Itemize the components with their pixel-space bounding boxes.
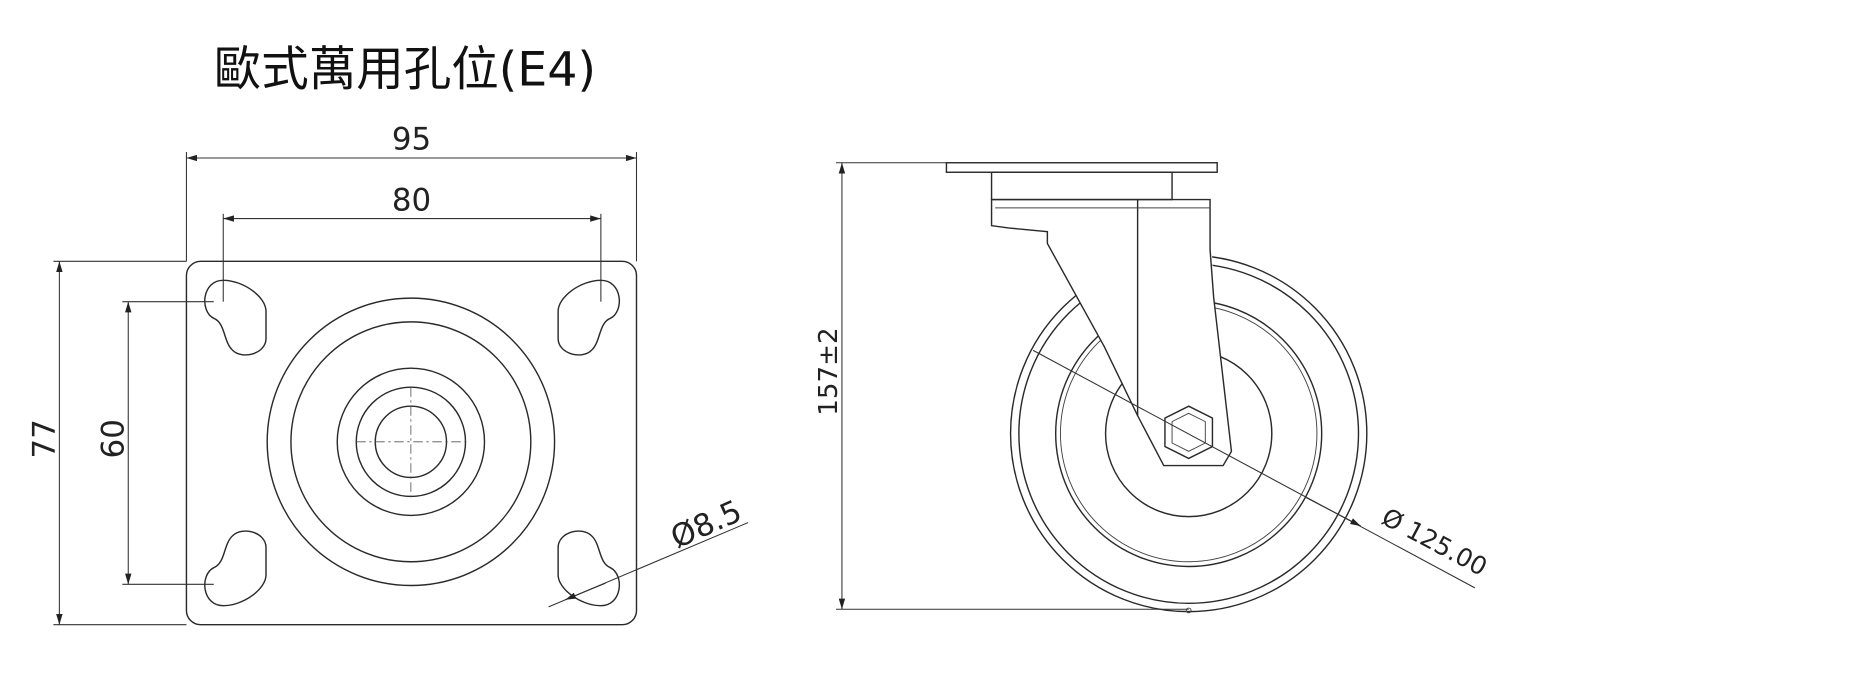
- drawing-title: 歐式萬用孔位(E4): [214, 43, 596, 98]
- dim-hole-spacing-80: 80: [392, 182, 431, 218]
- caster-side-view: 157±2 Ø 125.00: [814, 162, 1492, 614]
- mounting-plate-view: 95 80 77 60 Ø8.5: [27, 122, 749, 626]
- dim-height-77: 77: [27, 419, 63, 458]
- dim-hole-diameter: Ø8.5: [665, 493, 747, 556]
- dim-width-95: 95: [392, 122, 431, 158]
- mounting-slot: [204, 279, 621, 607]
- dim-total-height: 157±2: [814, 327, 844, 415]
- dim-hole-spacing-60: 60: [96, 419, 132, 458]
- dim-wheel-diameter: Ø 125.00: [1377, 502, 1492, 581]
- axle-hex-nut: [1164, 405, 1214, 460]
